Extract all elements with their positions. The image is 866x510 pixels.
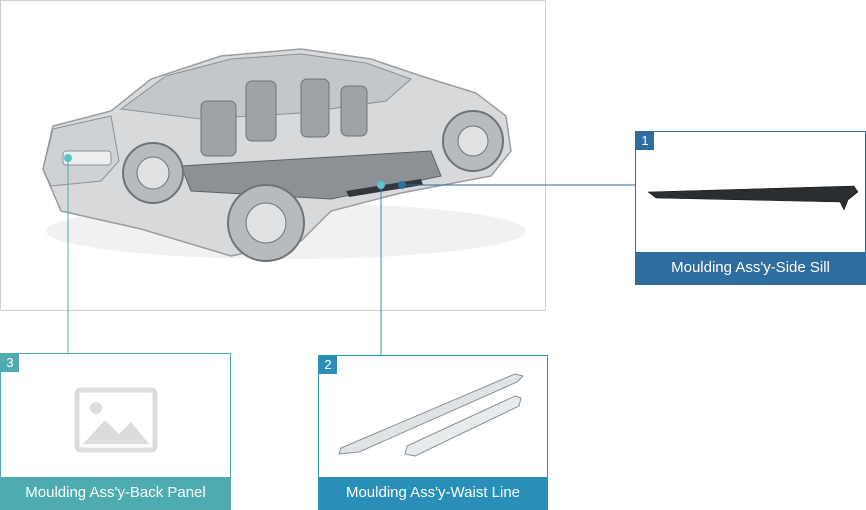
back-panel — [62, 150, 112, 166]
car-interior — [200, 78, 368, 157]
part-number-badge: 3 — [1, 354, 19, 372]
side-sill-image — [636, 132, 865, 254]
part-number-badge: 1 — [636, 132, 654, 150]
part-label[interactable]: Moulding Ass'y-Side Sill — [636, 252, 865, 284]
part-number-badge: 2 — [319, 356, 337, 374]
image-placeholder-icon — [1, 354, 230, 479]
part-card-side-sill[interactable]: 1 Moulding Ass'y-Side Sill — [635, 131, 866, 285]
vehicle-illustration-panel — [0, 0, 546, 311]
part-card-waist-line[interactable]: 2 Moulding Ass'y-Waist Line — [318, 355, 548, 510]
part-card-back-panel[interactable]: 3 Moulding Ass'y-Back Panel — [0, 353, 231, 510]
waist-line-image — [319, 356, 547, 479]
car-wheels — [122, 110, 504, 262]
part-label[interactable]: Moulding Ass'y-Back Panel — [1, 477, 230, 509]
car-xray-illustration — [42, 48, 526, 262]
part-label[interactable]: Moulding Ass'y-Waist Line — [319, 477, 547, 509]
